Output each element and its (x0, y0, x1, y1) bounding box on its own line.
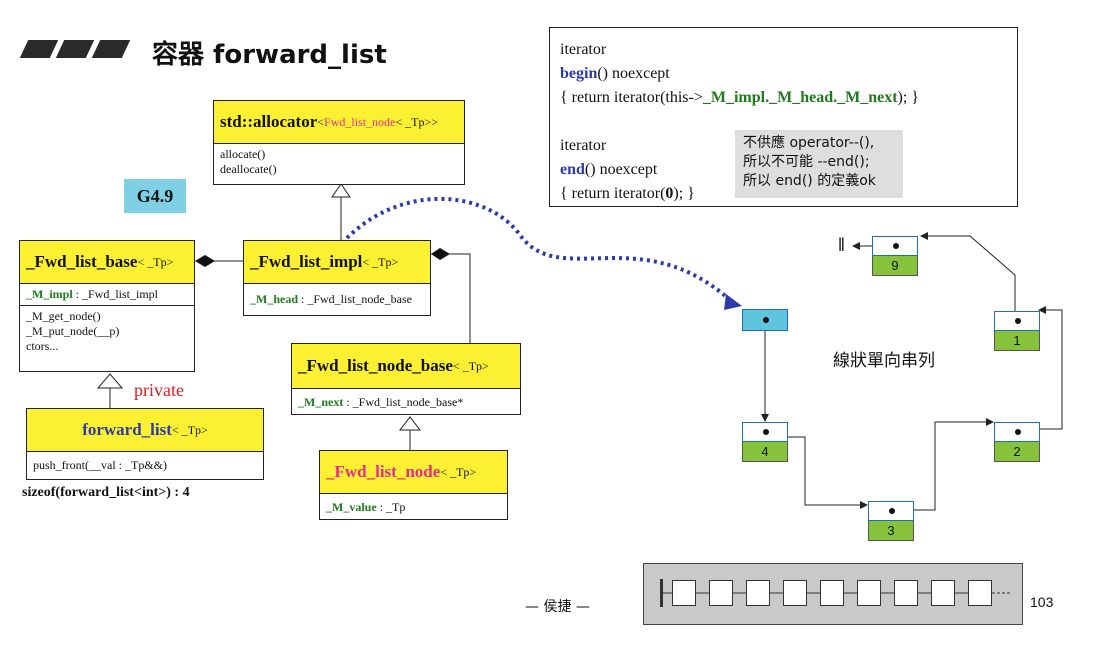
version-badge: G4.9 (124, 179, 186, 213)
fwd-list-node-base-class: _Fwd_list_node_base < _Tp> _M_next : _Fw… (291, 343, 521, 415)
code-line: begin() noexcept (560, 62, 1007, 86)
code-text: { return iterator(this-> (560, 89, 703, 106)
chain-cell (783, 580, 807, 606)
allocator-class: std::allocator < Fwd_list_node < _Tp>> a… (213, 100, 465, 185)
fwd-list-base-member-type: : _Fwd_list_impl (72, 287, 159, 301)
list-head-node (742, 309, 788, 331)
code-block: iterator begin() noexcept { return itera… (549, 27, 1018, 207)
fwd-list-base-name: _Fwd_list_base (26, 252, 138, 271)
fwd-list-node-class: _Fwd_list_node < _Tp> _M_value : _Tp (319, 450, 508, 520)
forward-list-name: forward_list (82, 420, 172, 439)
fwd-list-impl-member: _M_head (250, 292, 298, 306)
code-text: () noexcept (584, 161, 658, 178)
note-line: 所以 end() 的定義ok (743, 173, 876, 189)
code-line: iterator (560, 137, 607, 154)
chain-cell (968, 580, 992, 606)
forward-list-tparam: < _Tp> (171, 422, 208, 437)
chain-cell (894, 580, 918, 606)
sizeof-label: sizeof(forward_list<int>) : 4 (22, 485, 190, 500)
code-green: _M_impl._M_head._M_next (702, 89, 898, 106)
code-line: { return iterator(this->_M_impl._M_head.… (560, 86, 1007, 110)
fwd-list-impl-name: _Fwd_list_impl (250, 252, 363, 271)
forward-list-method: push_front(__val : _Tp&&) (33, 458, 167, 472)
list-node: 2 (994, 422, 1040, 462)
fwd-list-node-base-tparam: < _Tp> (452, 358, 489, 373)
fwd-list-impl-member-type: : _Fwd_list_node_base (298, 292, 412, 306)
allocator-tparam-tail: < _Tp>> (395, 114, 439, 129)
private-label: private (134, 380, 184, 400)
fwd-list-impl-tparam: < _Tp> (362, 254, 399, 269)
chain-cell (857, 580, 881, 606)
chain-cell (709, 580, 733, 606)
code-line: { return iterator(0); } (560, 182, 1007, 206)
code-text: ); } (673, 185, 695, 202)
forward-list-class: forward_list < _Tp> push_front(__val : _… (26, 408, 264, 480)
allocator-method: allocate() (220, 147, 266, 161)
null-marker: ǁ (838, 236, 845, 252)
fwd-list-node-base-member: _M_next (298, 395, 344, 409)
note-line: 不供應 operator--(), (743, 135, 875, 151)
list-node-value: 4 (742, 442, 788, 462)
linked-list-label: 線狀單向串列 (833, 351, 935, 371)
list-node-value: 2 (994, 442, 1040, 462)
fwd-list-node-base-member-type: : _Fwd_list_node_base* (343, 395, 464, 409)
note-line: 所以不可能 --end(); (743, 154, 870, 170)
page-number: 103 (1030, 594, 1054, 610)
code-text: ); } (897, 89, 919, 106)
chain-arrows (663, 592, 1010, 594)
allocator-tparam-node: Fwd_list_node (324, 114, 396, 129)
list-node-value: 1 (994, 331, 1040, 351)
chain-cell (931, 580, 955, 606)
fwd-list-node-name: _Fwd_list_node (326, 462, 441, 481)
code-fn: end (560, 161, 585, 178)
allocator-tparam-open: < (317, 114, 325, 129)
allocator-method: deallocate() (220, 162, 277, 176)
code-fn: begin (560, 65, 598, 82)
list-node: 3 (868, 501, 914, 541)
code-text: { return iterator( (560, 185, 666, 202)
fwd-list-base-method: _M_put_node(__p) (26, 324, 120, 338)
list-node: 9 (872, 236, 918, 276)
code-bold: 0 (665, 185, 674, 202)
code-line: iterator (560, 41, 607, 58)
code-text: () noexcept (597, 65, 670, 82)
author-label: — 侯捷 — (525, 599, 590, 615)
fwd-list-base-class: _Fwd_list_base < _Tp> _M_impl : _Fwd_lis… (19, 240, 195, 372)
node-chain-strip (643, 563, 1023, 625)
fwd-list-node-tparam: < _Tp> (440, 464, 477, 479)
chain-cell (820, 580, 844, 606)
fwd-list-base-method: _M_get_node() (26, 309, 101, 323)
list-node: 1 (994, 311, 1040, 351)
chain-cell (746, 580, 770, 606)
fwd-list-node-base-name: _Fwd_list_node_base (298, 356, 453, 375)
fwd-list-impl-class: _Fwd_list_impl < _Tp> _M_head : _Fwd_lis… (243, 240, 431, 316)
fwd-list-base-tparam: < _Tp> (137, 254, 174, 269)
page-title: 容器 forward_list (152, 40, 387, 70)
fwd-list-base-member: _M_impl (26, 287, 73, 301)
allocator-name: std::allocator (220, 112, 318, 131)
end-note: 不供應 operator--(), 所以不可能 --end(); 所以 end(… (735, 130, 903, 198)
list-node-value: 3 (868, 521, 914, 541)
list-node-value: 9 (872, 256, 918, 276)
fwd-list-node-member: _M_value (326, 500, 377, 514)
chain-cell (672, 580, 696, 606)
fwd-list-node-member-type: : _Tp (376, 500, 406, 514)
fwd-list-base-method: ctors... (26, 339, 59, 353)
code-line: end() noexcept (560, 158, 1007, 182)
list-node: 4 (742, 422, 788, 462)
